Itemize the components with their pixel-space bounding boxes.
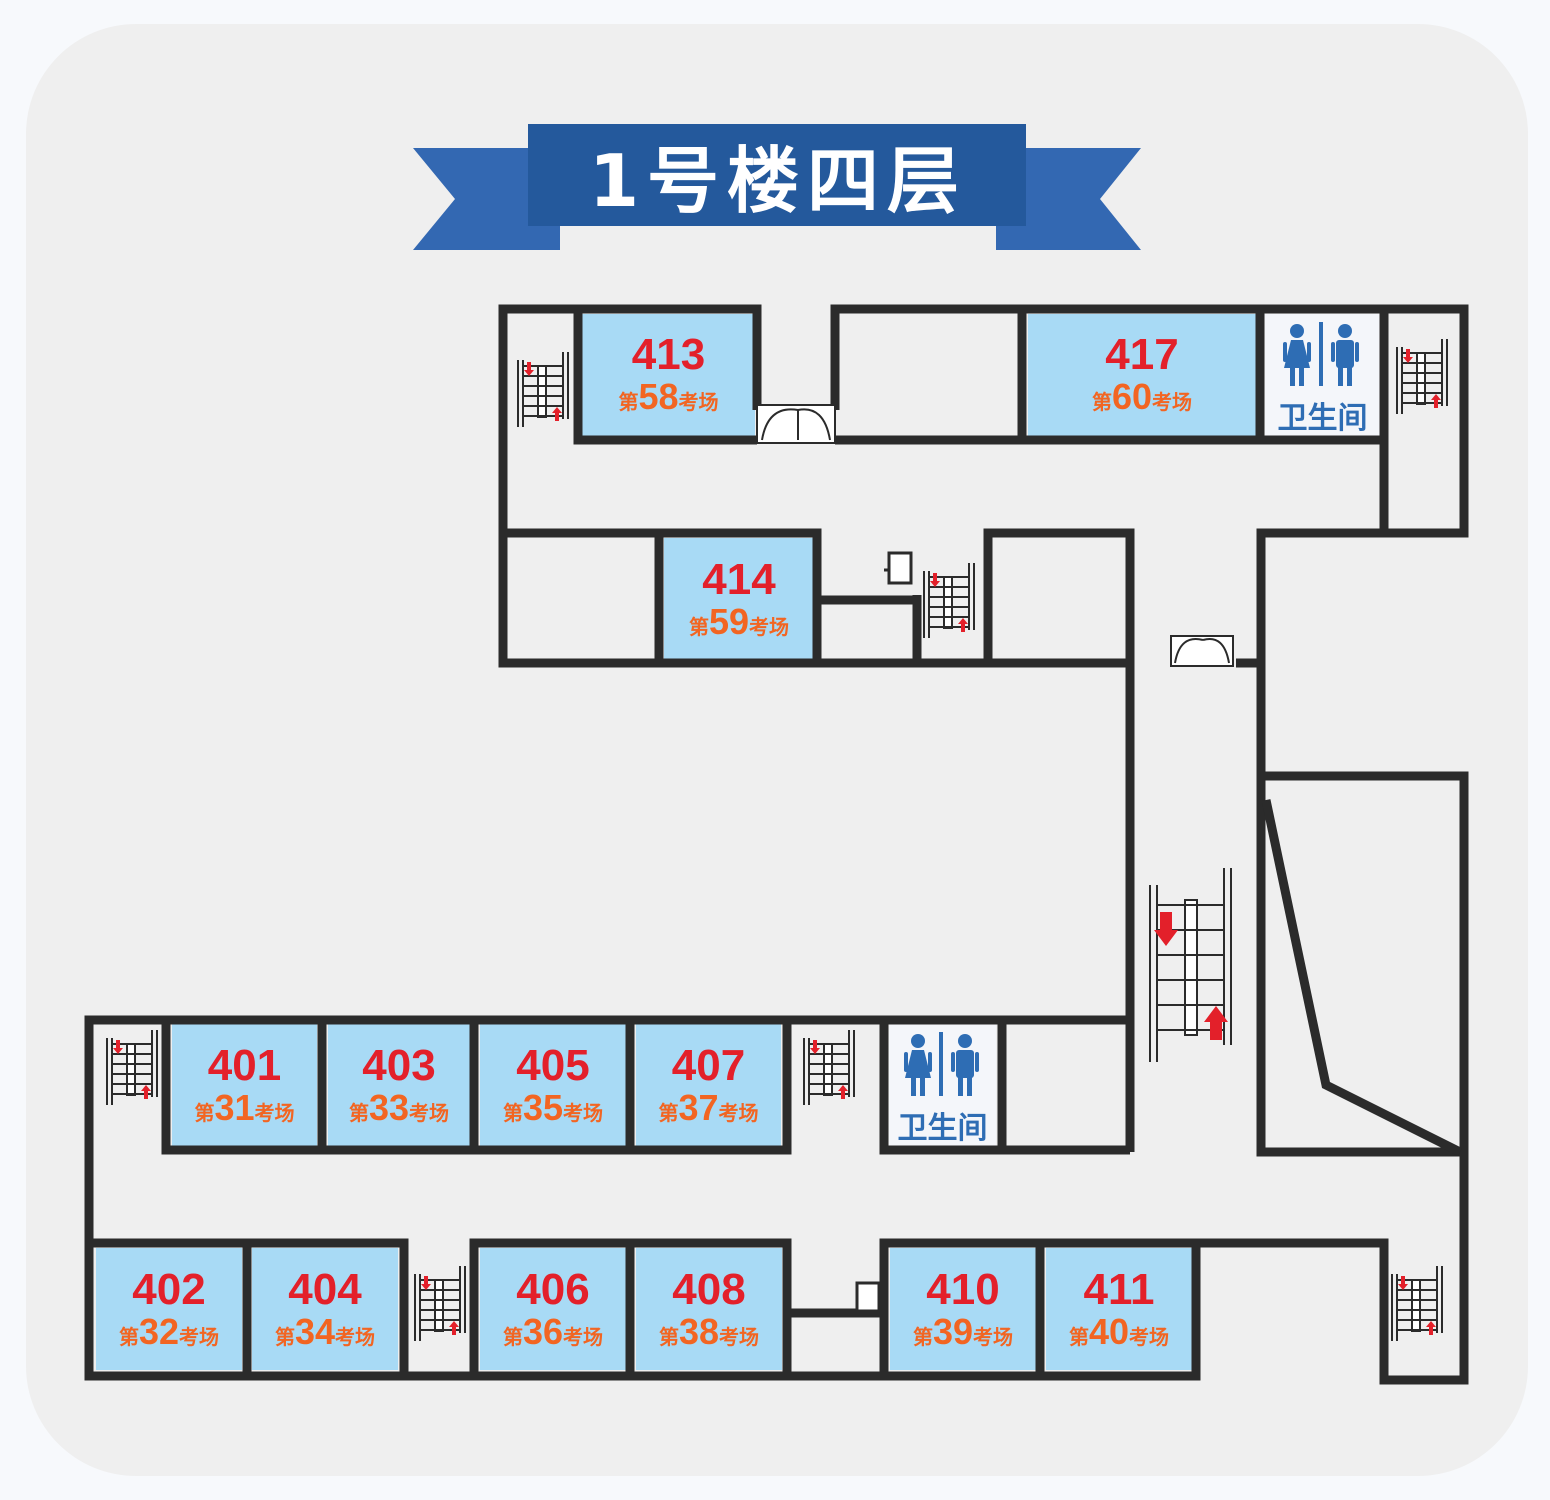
exam-hall-label: 第58考场 (618, 376, 719, 417)
staircase-icon (106, 1030, 158, 1105)
restroom-label: 卫生间 (897, 1111, 988, 1146)
escalator-icon (1149, 868, 1232, 1062)
double-door-icon (1170, 635, 1234, 667)
staircase-icon (1391, 1266, 1443, 1341)
male-icon (1331, 324, 1359, 386)
exam-hall-label: 第32考场 (118, 1311, 220, 1352)
double-door-icon (756, 404, 836, 444)
room-number: 404 (288, 1265, 362, 1314)
walls (84, 304, 1469, 1385)
female-icon (1283, 324, 1311, 386)
exam-room-413[interactable]: 413 第58考场 (582, 333, 755, 425)
room-number: 413 (631, 330, 706, 379)
exam-hall-label: 第60考场 (1091, 376, 1193, 417)
room-number: 405 (516, 1041, 590, 1090)
elevator-icon (884, 551, 913, 585)
exam-hall-label: 第38考场 (658, 1311, 760, 1352)
restroom-upper[interactable]: 卫生间 (1265, 393, 1380, 437)
staircase-icon (803, 1030, 855, 1105)
exam-hall-label: 第33考场 (348, 1087, 450, 1128)
staircase-icon (517, 352, 569, 427)
floor-plan-card (26, 24, 1528, 1476)
exam-room-411[interactable]: 411 第40考场 (1046, 1268, 1192, 1360)
exam-room-406[interactable]: 406 第36考场 (480, 1268, 626, 1360)
title-banner (413, 124, 1141, 250)
exam-hall-label: 第37考场 (658, 1087, 759, 1128)
exam-hall-label: 第34考场 (274, 1311, 376, 1352)
elevator-icon (855, 1281, 881, 1313)
exam-hall-label: 第59考场 (688, 601, 790, 642)
restroom-lower[interactable]: 卫生间 (889, 1103, 996, 1147)
exam-room-414[interactable]: 414 第59考场 (664, 558, 814, 650)
staircases (106, 339, 1448, 1341)
restroom-icon (904, 1032, 979, 1096)
room-number: 411 (1083, 1265, 1155, 1314)
male-icon (951, 1034, 979, 1096)
room-number: 417 (1105, 330, 1179, 379)
exam-hall-label: 第39考场 (912, 1311, 1014, 1352)
room-number: 408 (672, 1265, 746, 1314)
restroom-icons (904, 322, 1359, 1096)
exam-hall-label: 第40考场 (1068, 1311, 1170, 1352)
room-number: 401 (207, 1041, 282, 1090)
exam-room-405[interactable]: 405 第35考场 (480, 1044, 626, 1136)
exam-hall-label: 第31考场 (194, 1087, 295, 1128)
room-number: 403 (362, 1041, 436, 1090)
exam-room-401[interactable]: 401 第31考场 (172, 1044, 317, 1136)
staircase-icon (414, 1266, 466, 1341)
female-icon (904, 1034, 932, 1096)
exam-room-410[interactable]: 410 第39考场 (890, 1268, 1036, 1360)
exam-hall-label: 第35考场 (502, 1087, 604, 1128)
exam-room-407[interactable]: 407 第37考场 (636, 1044, 781, 1136)
exam-room-417[interactable]: 417 第60考场 (1028, 333, 1256, 425)
staircase-icon (923, 563, 975, 638)
page-title: 1号楼四层 (588, 138, 968, 223)
restroom-label: 卫生间 (1277, 401, 1368, 436)
room-number: 410 (926, 1265, 1000, 1314)
restroom-icon (1283, 322, 1359, 386)
exam-room-408[interactable]: 408 第38考场 (636, 1268, 782, 1360)
room-number: 406 (516, 1265, 590, 1314)
staircase-icon (1396, 339, 1448, 414)
exam-room-403[interactable]: 403 第33考场 (328, 1044, 470, 1136)
room-number: 402 (132, 1265, 206, 1314)
exam-room-fills (96, 314, 1256, 1370)
room-number: 414 (702, 555, 776, 604)
exam-hall-label: 第36考场 (502, 1311, 604, 1352)
room-number: 407 (671, 1041, 746, 1090)
exam-room-402[interactable]: 402 第32考场 (96, 1268, 242, 1360)
exam-room-404[interactable]: 404 第34考场 (252, 1268, 398, 1360)
